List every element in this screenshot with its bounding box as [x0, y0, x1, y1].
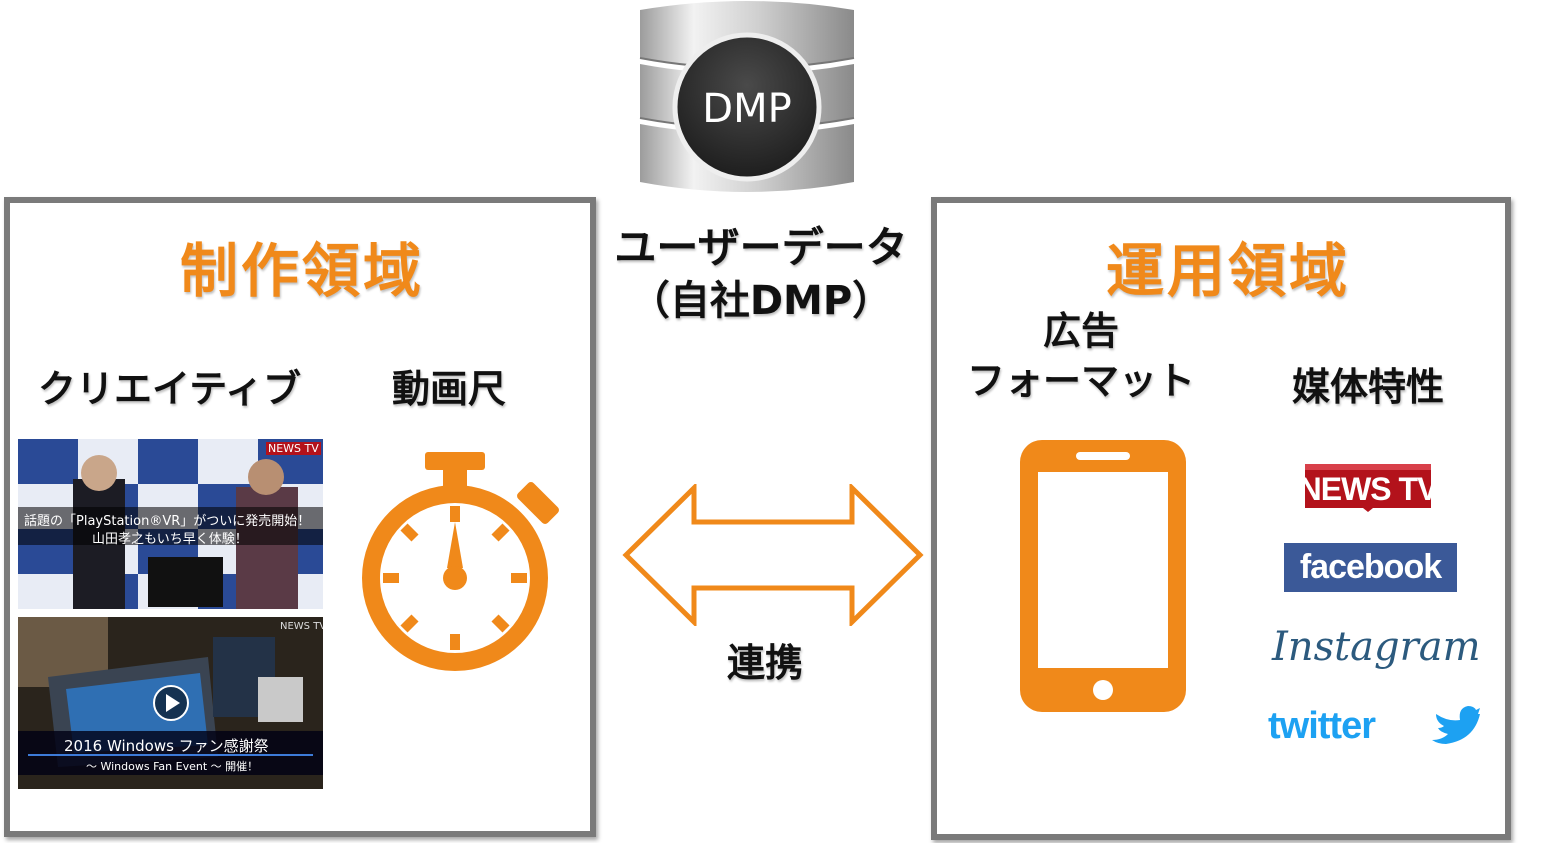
thumbnail-backdrop	[18, 617, 323, 789]
userdata-subtitle: （自社DMP）	[629, 278, 893, 324]
media-characteristics-label: 媒体特性	[1292, 365, 1445, 409]
dmp-label: DMP	[702, 86, 791, 132]
ad-format-label: 広告 フォーマット	[955, 306, 1207, 406]
creative-label: クリエイティブ	[38, 367, 301, 411]
twitter-logo: twitter	[1268, 700, 1480, 750]
twitter-logo-text: twitter	[1268, 705, 1376, 747]
news-tv-logo: NEWS TV	[1299, 460, 1440, 512]
thumbnail-caption: 山田孝之もいち早く体験！	[92, 532, 248, 547]
ad-format-line1: 広告	[1042, 309, 1119, 353]
news-tv-badge: NEWS TV	[266, 442, 321, 455]
news-tv-logo-text: NEWS TV	[1303, 471, 1433, 507]
double-arrow-icon	[622, 484, 924, 626]
thumbnail-caption: 2016 Windows ファン感謝祭	[64, 737, 269, 755]
operation-area-title: 運用領域	[1106, 237, 1351, 305]
video-duration-label: 動画尺	[392, 367, 507, 411]
ad-format-line2: フォーマット	[966, 359, 1195, 403]
production-area-title: 制作領域	[180, 237, 425, 305]
thumbnail-caption: 話題の「PlayStation®VR」がついに発売開始！	[24, 514, 311, 529]
twitter-bird-icon	[1432, 706, 1480, 744]
stopwatch-icon	[362, 452, 559, 671]
thumbnail-backdrop	[18, 439, 323, 609]
database-icon: DMP	[639, 1, 855, 192]
thumbnail-caption: ～ Windows Fan Event ～ 開催！	[86, 760, 259, 773]
news-tv-badge: NEWS TV	[280, 621, 323, 632]
link-label: 連携	[726, 641, 803, 685]
instagram-logo: Instagram	[1272, 624, 1481, 670]
userdata-title: ユーザーデータ	[614, 223, 908, 272]
smartphone-icon	[1020, 440, 1186, 712]
creative-thumbnail-1[interactable]: NEWS TV 話題の「PlayStation®VR」がついに発売開始！ 山田孝…	[18, 439, 323, 609]
facebook-logo: facebook	[1284, 543, 1457, 592]
creative-thumbnail-2[interactable]: NEWS TV 2016 Windows ファン感謝祭 ～ Windows Fa…	[18, 617, 323, 789]
